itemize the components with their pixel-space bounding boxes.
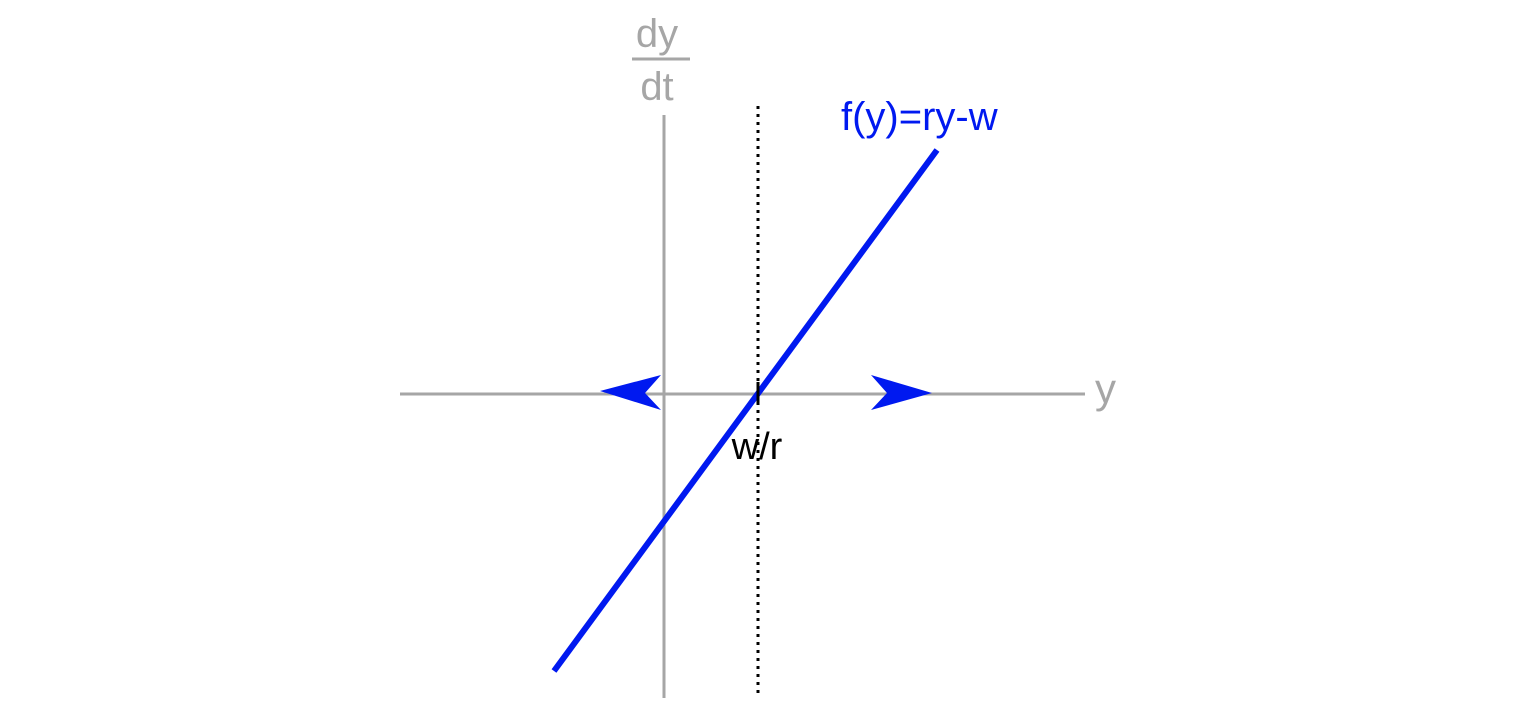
curve-label: f(y)=ry-w [841, 95, 998, 139]
left-arrow-icon [600, 375, 661, 410]
horizontal-axis-label: y [1095, 365, 1116, 412]
f-line [551, 148, 940, 673]
equilibrium-label: w/r [731, 426, 783, 468]
right-arrow-icon [871, 375, 932, 410]
vertical-axis-label-denominator: dt [640, 65, 673, 109]
vertical-axis-label-numerator: dy [636, 12, 678, 56]
